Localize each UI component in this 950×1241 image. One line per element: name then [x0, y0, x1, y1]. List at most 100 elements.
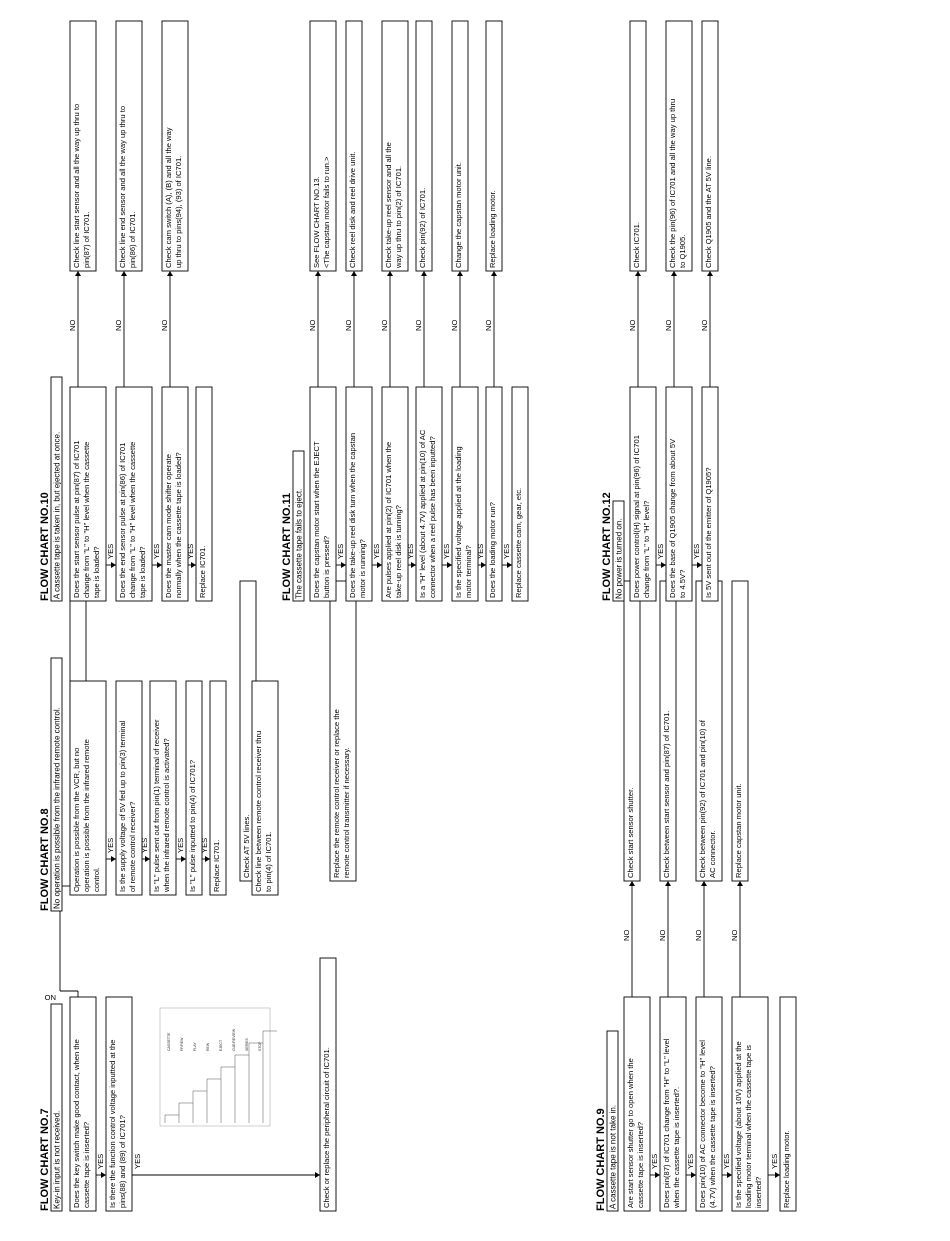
- flowchart-10-yes-label-2: YES: [152, 544, 161, 559]
- flowchart-11-question-5-text: Is the specified voltage applied at the …: [454, 446, 473, 598]
- flowchart-9-result-2-text: Check between start sensor and pin(87) o…: [662, 710, 671, 878]
- arrow-down-icon: [691, 1172, 696, 1178]
- flowchart-11-title: FLOW CHART NO.11: [281, 493, 293, 601]
- flowchart-11-question-2-text: Does the take-up reel disk turn when the…: [348, 433, 367, 598]
- arrow-right-icon: [701, 881, 707, 886]
- flowchart-8-question-2-line: Is the supply voltage of 5V fed up to pi…: [118, 720, 127, 892]
- flowchart-10-result-3-text: Check cam switch (A), (B) and all the wa…: [164, 127, 183, 268]
- flowchart-9-no-label-1: NO: [622, 930, 631, 941]
- flowchart-11-yes-label-2: YES: [372, 544, 381, 559]
- flowchart-9-question-4-line: loading motor terminal when the cassette…: [744, 1045, 753, 1208]
- flowchart-12-result-2-text: Check the pin(96) of IC701 and all the w…: [668, 99, 687, 268]
- timing-diagram-frame: [159, 1007, 271, 1127]
- flowchart-12-question-1-box: [629, 386, 657, 602]
- flowchart-10-result-1-box: [69, 20, 97, 272]
- flowchart-7-result-end-box: [319, 957, 337, 1212]
- flowchart-11-question-4-line: connector when a reel pulse has been inp…: [428, 436, 437, 598]
- arrow-right-icon: [75, 271, 81, 276]
- arrow-right-icon: [167, 271, 173, 276]
- flowchart-7-question-2-box: [105, 996, 133, 1212]
- arrow-down-icon: [191, 562, 196, 568]
- timing-diagram-label: REW: [206, 1042, 210, 1051]
- flowchart-7-question-1-text: Does the key switch make good contact, w…: [72, 1039, 91, 1208]
- arrow-down-icon: [205, 856, 210, 862]
- flowchart-7-result-end-line: Check or replace the peripheral circuit …: [322, 1047, 331, 1208]
- flowchart-11-result-3-box: [381, 20, 409, 272]
- flowchart-7-question-2-line: pins(88) and (89) of IC701?: [118, 1115, 127, 1208]
- flowchart-11-result-3-line: Check take-up reel sensor and all the: [384, 142, 393, 268]
- flowchart-8-yes-label-2: YES: [140, 838, 149, 853]
- flowchart-9-question-4-line: inserted?: [754, 1177, 763, 1208]
- arrow-down-icon: [111, 856, 116, 862]
- flowchart-8-result-4-line: Check line between remote control receiv…: [254, 731, 263, 892]
- flowchart-9-no-label-2: NO: [658, 930, 667, 941]
- arrow-right-icon: [737, 881, 743, 886]
- flowchart-11-result-end-box: [511, 386, 529, 602]
- flowchart-7-title: FLOW CHART NO.7: [39, 1108, 51, 1211]
- flowchart-9-question-4-box: [731, 996, 769, 1212]
- flowchart-9-result-2-line: Check between start sensor and pin(87) o…: [662, 710, 671, 878]
- flowchart-11-result-4-text: Check pin(92) of IC701.: [418, 188, 427, 268]
- arrow-down-icon: [697, 562, 702, 568]
- arrow-down-icon: [661, 562, 666, 568]
- flowchart-8-question-3-text: Is "L" pulse sent out from pin(1) termin…: [152, 719, 171, 893]
- flowchart-9-no-label-3: NO: [694, 930, 703, 941]
- flowchart-11-result-1-text: See FLOW CHART NO.13.<The capstan motor …: [312, 156, 331, 268]
- flowchart-10-question-1-line: change from "L" to "H" level when the ca…: [82, 442, 91, 598]
- flowchart-8-question-2-box: [115, 680, 143, 896]
- arrow-down-icon: [377, 562, 382, 568]
- flowchart-9-question-2-box: [659, 996, 687, 1212]
- flowchart-11-yes-label-4: YES: [442, 544, 451, 559]
- flowchart-12-yes-label-1: YES: [656, 544, 665, 559]
- flowchart-9-question-4-text: Is the specified voltage (about 10V) app…: [734, 1041, 763, 1208]
- flowchart-10-question-3-box: [161, 386, 189, 602]
- flowchart-10-result-end-box: [195, 386, 213, 602]
- flowchart-10-no-label-3: NO: [160, 320, 169, 331]
- flowchart-11-question-1-line: Does the capstan motor start when the EJ…: [312, 441, 321, 598]
- flowchart-7-result-end-text: Check or replace the peripheral circuit …: [322, 1047, 331, 1208]
- flowchart-11-result-end-text: Replace cassette cam, gear, etc.: [514, 488, 523, 598]
- flowchart-11-question-1-text: Does the capstan motor start when the EJ…: [312, 441, 331, 598]
- flowchart-10-result-end-text: Replace IC701.: [198, 546, 207, 598]
- flowchart-12-result-3-text: Check Q1905 and the AT 5V line.: [704, 156, 713, 268]
- flowchart-9-question-4-line: Is the specified voltage (about 10V) app…: [734, 1041, 743, 1208]
- flowchart-12-subtitle: No power is turned on.: [615, 519, 624, 600]
- flowchart-8-question-1-text: Operation is possible from the VCR, but …: [72, 739, 101, 892]
- flowchart-11-question-3-text: Are pulses applied at pin(2) of IC701 wh…: [384, 442, 403, 598]
- flowchart-10-result-2-line: pin(86) of IC701.: [128, 211, 137, 268]
- flowchart-11-question-3-line: take-up reel disk is turning?: [394, 505, 403, 598]
- flowchart-10-result-1-text: Check line start sensor and all the way …: [72, 104, 91, 268]
- flowchart-8-result-4-box: [251, 680, 279, 896]
- timing-diagram-label: PLAY: [193, 1042, 197, 1051]
- flowchart-9-yes-label-1: YES: [650, 1154, 659, 1169]
- flowchart-11-question-4-box: [415, 386, 443, 602]
- flowchart-11-yes-label-3: YES: [406, 544, 415, 559]
- flowchart-9-result-3-line: AC connector.: [708, 830, 717, 878]
- flowchart-8-question-4-text: Is "L" pulse inputted to pin(4) of IC701…: [188, 760, 197, 892]
- flowchart-11-question-6-line: Does the loading motor run?: [488, 502, 497, 598]
- flowchart-8-result-end-box: [209, 680, 227, 896]
- flowchart-12-question-1-line: Does power control(H) signal at pin(96) …: [632, 435, 641, 598]
- flowchart-8-result-3-text: Replace the remote control receiver or r…: [332, 709, 351, 878]
- flowchart-10-question-3-line: normally when the cassette tape is loade…: [174, 452, 183, 598]
- arrow-down-icon: [145, 856, 150, 862]
- flowchart-12-subtitle-box: [612, 500, 625, 602]
- flowchart-9-result-4-line: Replace capstan motor unit.: [734, 783, 743, 878]
- flowchart-9-question-3-line: (4.7V) when the cassette tape is inserte…: [708, 1066, 717, 1208]
- flowchart-10-result-1-line: pin(87) of IC701.: [82, 211, 91, 268]
- flowchart-8-question-3-line: when the infrared remote control is acti…: [162, 738, 171, 893]
- flowchart-11-question-5-line: motor terminal?: [464, 545, 473, 598]
- flowchart-8-question-4-box: [185, 680, 203, 896]
- timing-diagram-label: CUE/REVIEW: [232, 1028, 236, 1051]
- flowchart-8-result-3-line: remote control transmitter if necessary.: [342, 747, 351, 878]
- flowchart-8-title: FLOW CHART NO.8: [39, 808, 51, 911]
- flowchart-7-subtitle: Key-in input is not received.: [53, 1111, 62, 1209]
- flowchart-8-question-3-box: [149, 680, 177, 896]
- flowchart-11-result-4-line: Check pin(92) of IC701.: [418, 188, 427, 268]
- flowchart-9-question-1-text: Are start sensor shutter go to open when…: [626, 1058, 645, 1208]
- flowchart-12-title: FLOW CHART NO.12: [601, 492, 613, 601]
- flowchart-10-result-2-line: Check line end sensor and all the way up…: [118, 106, 127, 268]
- arrow-down-icon: [727, 1172, 732, 1178]
